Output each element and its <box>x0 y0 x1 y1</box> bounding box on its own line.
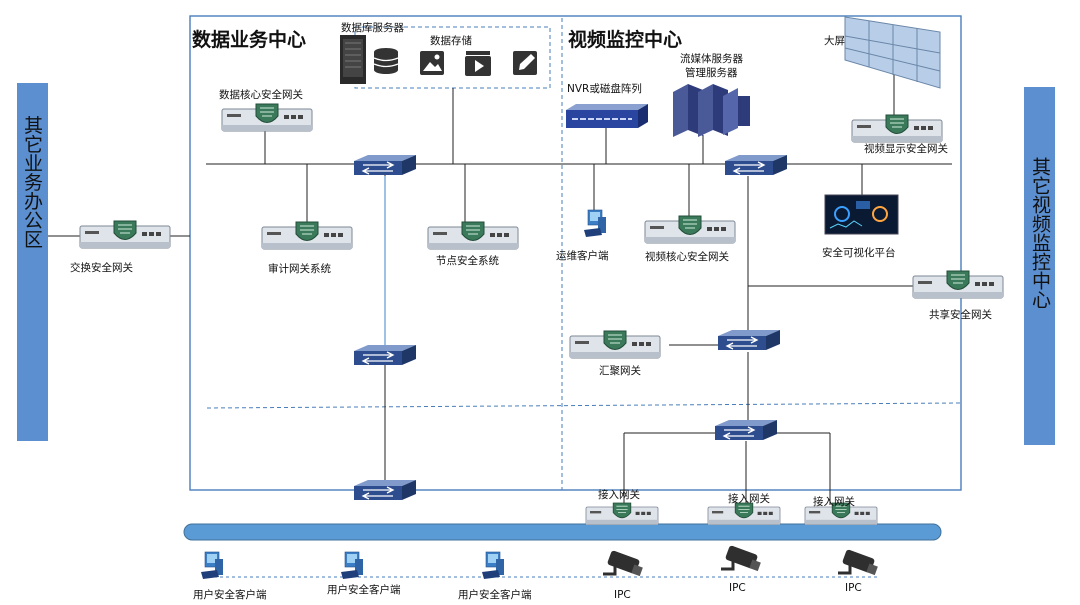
database-server-icon <box>340 35 366 84</box>
access-gateway-device-2 <box>707 502 781 525</box>
ipc-camera-icon-2 <box>719 543 763 573</box>
access-bus <box>183 523 942 541</box>
video-core-gateway-device <box>644 215 736 244</box>
mgmt-server-label: 管理服务器 <box>685 66 738 79</box>
share-gw-label: 共享安全网关 <box>929 308 992 321</box>
access-gateway-device-1 <box>585 502 659 525</box>
data-core-gw-label: 数据核心安全网关 <box>219 88 303 101</box>
ops-client-label: 运维客户端 <box>556 249 609 262</box>
nvr-device-icon <box>566 104 648 128</box>
ipc-label-3: IPC <box>845 582 862 594</box>
user-client-label-2: 用户安全客户端 <box>327 583 401 596</box>
video-display-gateway-device <box>851 114 943 143</box>
video-wall-icon <box>844 16 941 89</box>
data-storage-label: 数据存储 <box>430 34 472 47</box>
ipc-label-2: IPC <box>729 582 746 594</box>
database-icon <box>373 48 399 74</box>
aggregation-switch <box>717 329 781 351</box>
access-gw-label-3: 接入网关 <box>813 495 855 508</box>
node-security-label: 节点安全系统 <box>436 254 499 267</box>
db-server-label: 数据库服务器 <box>341 21 404 34</box>
ops-client-icon <box>583 209 607 238</box>
video-core-switch <box>724 154 788 176</box>
user-client-icon-1 <box>200 551 224 580</box>
streaming-server-icon <box>673 84 750 137</box>
exchange-gw-label: 交换安全网关 <box>70 261 133 274</box>
aggregation-gw-label: 汇聚网关 <box>599 364 641 377</box>
video-center-title: 视频监控中心 <box>568 28 682 51</box>
audit-gw-label: 审计网关系统 <box>268 262 331 275</box>
data-center-title: 数据业务中心 <box>192 28 306 51</box>
right-center-panel <box>1024 87 1055 445</box>
data-access-switch <box>353 479 417 501</box>
ipc-label-1: IPC <box>614 589 631 601</box>
network-links <box>48 60 952 505</box>
data-core-switch <box>353 154 417 176</box>
video-icon <box>465 51 491 76</box>
data-core-gateway-device <box>221 103 313 132</box>
user-client-label-3: 用户安全客户端 <box>458 588 532 601</box>
visual-platform-label: 安全可视化平台 <box>822 246 896 259</box>
video-core-gw-label: 视频核心安全网关 <box>645 250 729 263</box>
data-mid-switch <box>353 344 417 366</box>
nvr-label: NVR或磁盘阵列 <box>567 82 642 95</box>
video-display-gw-label: 视频显示安全网关 <box>864 142 948 155</box>
left-office-panel <box>17 83 48 441</box>
video-access-switch <box>714 419 778 441</box>
node-security-device <box>427 221 519 250</box>
user-client-icon-3 <box>481 551 505 580</box>
exchange-gateway-device <box>79 220 171 249</box>
ipc-camera-icon-3 <box>836 547 880 577</box>
right-center-label: 其它视频监控中心 <box>1029 157 1051 309</box>
edit-icon <box>513 51 537 75</box>
ipc-camera-icon-1 <box>601 548 645 578</box>
audit-gateway-device <box>261 221 353 250</box>
aggregation-gateway-device <box>569 330 661 359</box>
stream-server-label: 流媒体服务器 <box>680 52 743 65</box>
image-icon <box>420 51 444 75</box>
zone-divider-horizontal <box>206 402 961 409</box>
user-client-icon-2 <box>340 551 364 580</box>
access-gw-label-1: 接入网关 <box>598 488 640 501</box>
left-office-label: 其它业务办公区 <box>21 115 43 248</box>
big-screen-label: 大屏 <box>824 34 845 47</box>
monitoring-zone-border <box>189 15 962 491</box>
share-gateway-device <box>912 270 1004 299</box>
user-client-label-1: 用户安全客户端 <box>193 588 267 601</box>
access-gw-label-2: 接入网关 <box>728 492 770 505</box>
visualization-platform-icon <box>824 194 899 235</box>
